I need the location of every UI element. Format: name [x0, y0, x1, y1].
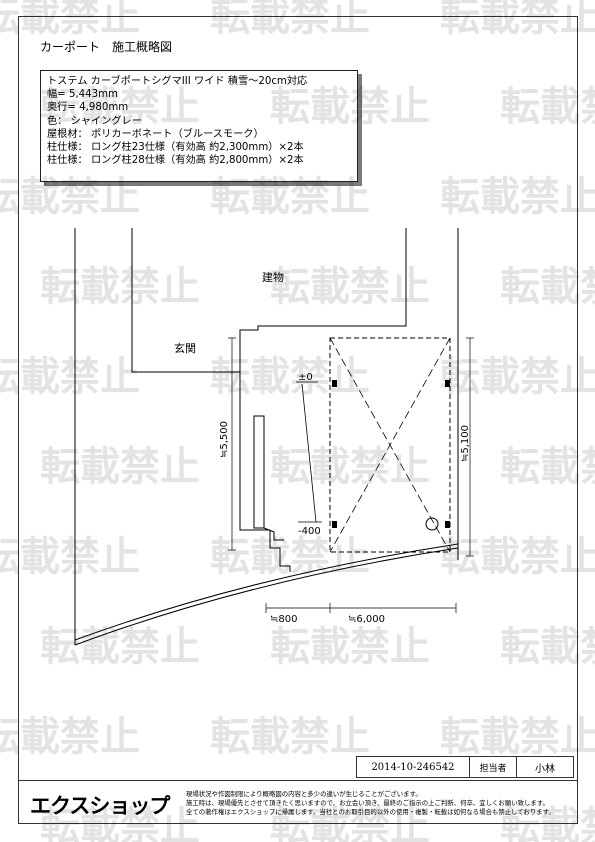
- label-level-zero: ±0: [298, 372, 313, 383]
- spec-box: トステム カーブポートシグマIII ワイド 積雪～20cm対応 幅= 5,443…: [40, 70, 358, 182]
- label-entrance: 玄関: [174, 341, 196, 355]
- post-4: [445, 521, 450, 528]
- footer-note-2: 施工時は、現場優先とさせて頂きたく思いますので、お立会い頂き、最終のご指示の上ご…: [186, 799, 549, 807]
- steps: [269, 530, 291, 572]
- carport-diagonal-2: [329, 337, 451, 553]
- spec-product: トステム カーブポートシグマIII ワイド 積雪～20cm対応: [47, 76, 308, 87]
- label-dim-bottom-right: ≒6,000: [348, 614, 385, 625]
- label-dim-right: ≒5,100: [460, 425, 471, 462]
- building-outline: [131, 228, 407, 373]
- label-level-minus: -400: [298, 526, 321, 537]
- staff-label: 担当者: [470, 757, 517, 777]
- label-building: 建物: [262, 270, 284, 284]
- footer-note-1: 現場状況や作図制限により概略図の内容と多少の違いが生じることがございます。: [186, 790, 422, 798]
- page-title: カーポート 施工概略図: [40, 40, 173, 54]
- spec-roof: 屋根材： ポリカーボネート（ブルースモーク）: [47, 128, 264, 140]
- road-curve-inner: [74, 543, 459, 641]
- drawing-frame: [18, 16, 578, 824]
- title-block: 2014-10-246542 担当者 小林: [356, 756, 574, 778]
- level-slope-line: [301, 383, 317, 523]
- post-2: [445, 380, 450, 387]
- company-logo: エクスショップ: [30, 794, 170, 818]
- footer-notes: 現場状況や作図制限により概略図の内容と多少の違いが生じることがございます。 施工…: [186, 790, 566, 817]
- spec-post-1: 柱仕様： ロング柱23仕様（有効高 約2,300mm）×2本: [47, 142, 304, 154]
- spec-depth: 奥行= 4,980mm: [47, 102, 129, 114]
- entrance-wall: [239, 372, 270, 531]
- post-1: [332, 380, 337, 387]
- post-3: [332, 521, 337, 528]
- label-dim-left: ≒5,500: [219, 421, 230, 458]
- road-curve-outer: [74, 547, 459, 646]
- footer-note-3: 全ての著作権はエクスショップに帰属します。当社とのお取引目的以外の使用・複製・転…: [186, 808, 555, 816]
- carport-roof-outline: [329, 337, 451, 553]
- spec-post-2: 柱仕様： ロング柱28仕様（有効高 約2,800mm）×2本: [47, 155, 304, 167]
- drain-circle: [425, 517, 439, 531]
- spec-width: 幅= 5,443mm: [47, 89, 118, 101]
- label-dim-bottom-left: ≒800: [270, 614, 297, 625]
- footer-divider: [18, 780, 578, 781]
- spec-color: 色： シャイングレー: [47, 115, 142, 127]
- staff-name: 小林: [535, 763, 555, 775]
- doc-number: 2014-10-246542: [357, 757, 470, 777]
- step-block: [253, 415, 265, 529]
